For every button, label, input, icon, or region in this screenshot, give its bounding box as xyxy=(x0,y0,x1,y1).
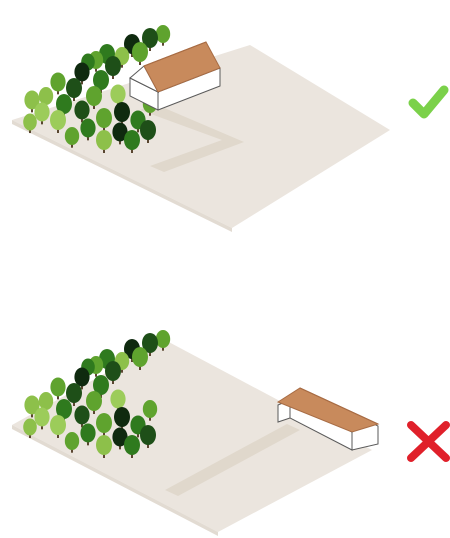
tree-crown xyxy=(156,330,170,348)
tree-crown xyxy=(96,435,112,455)
tree-crown xyxy=(140,120,156,140)
tree-crown xyxy=(96,413,112,433)
tree-crown xyxy=(110,85,125,104)
tree-crown xyxy=(143,400,157,418)
tree-crown xyxy=(23,419,37,436)
tree-crown xyxy=(65,127,79,145)
tree-crown xyxy=(96,130,112,150)
tree-crown xyxy=(34,103,49,122)
tree-crown xyxy=(74,101,89,120)
verdict-mark xyxy=(411,425,446,458)
tree xyxy=(156,25,170,46)
tree-crown xyxy=(96,108,112,128)
tree-crown xyxy=(65,432,79,450)
tree-crown xyxy=(110,390,125,409)
tree-crown xyxy=(50,415,66,435)
tree-crown xyxy=(23,114,37,131)
ground-plot xyxy=(12,340,372,532)
tree-crown xyxy=(132,42,148,62)
tree-crown xyxy=(80,424,95,443)
tree-crown xyxy=(124,435,140,455)
tree xyxy=(50,73,65,95)
tree-crown xyxy=(80,119,95,138)
tree-crown xyxy=(50,378,65,397)
tree-crown xyxy=(105,361,121,381)
tree-crown xyxy=(74,406,89,425)
tree-crown xyxy=(114,407,130,427)
scene-good xyxy=(12,25,444,232)
tree-crown xyxy=(34,408,49,427)
tree-crown xyxy=(114,102,130,122)
tree-crown xyxy=(156,25,170,43)
scene-bad xyxy=(12,330,446,536)
cross-icon xyxy=(411,425,446,458)
tree-crown xyxy=(39,87,53,105)
tree-crown xyxy=(140,425,156,445)
tree-crown xyxy=(50,73,65,92)
tree xyxy=(50,378,65,400)
tree-crown xyxy=(86,391,102,411)
tree-crown xyxy=(39,392,53,410)
tree-crown xyxy=(105,56,121,76)
checkmark-icon xyxy=(413,90,444,114)
tree-crown xyxy=(66,383,82,403)
tree-crown xyxy=(124,130,140,150)
tree-crown xyxy=(86,86,102,106)
tree-crown xyxy=(50,110,66,130)
tree-crown xyxy=(66,78,82,98)
tree-crown xyxy=(132,347,148,367)
verdict-mark xyxy=(413,90,444,114)
tree xyxy=(132,42,148,65)
